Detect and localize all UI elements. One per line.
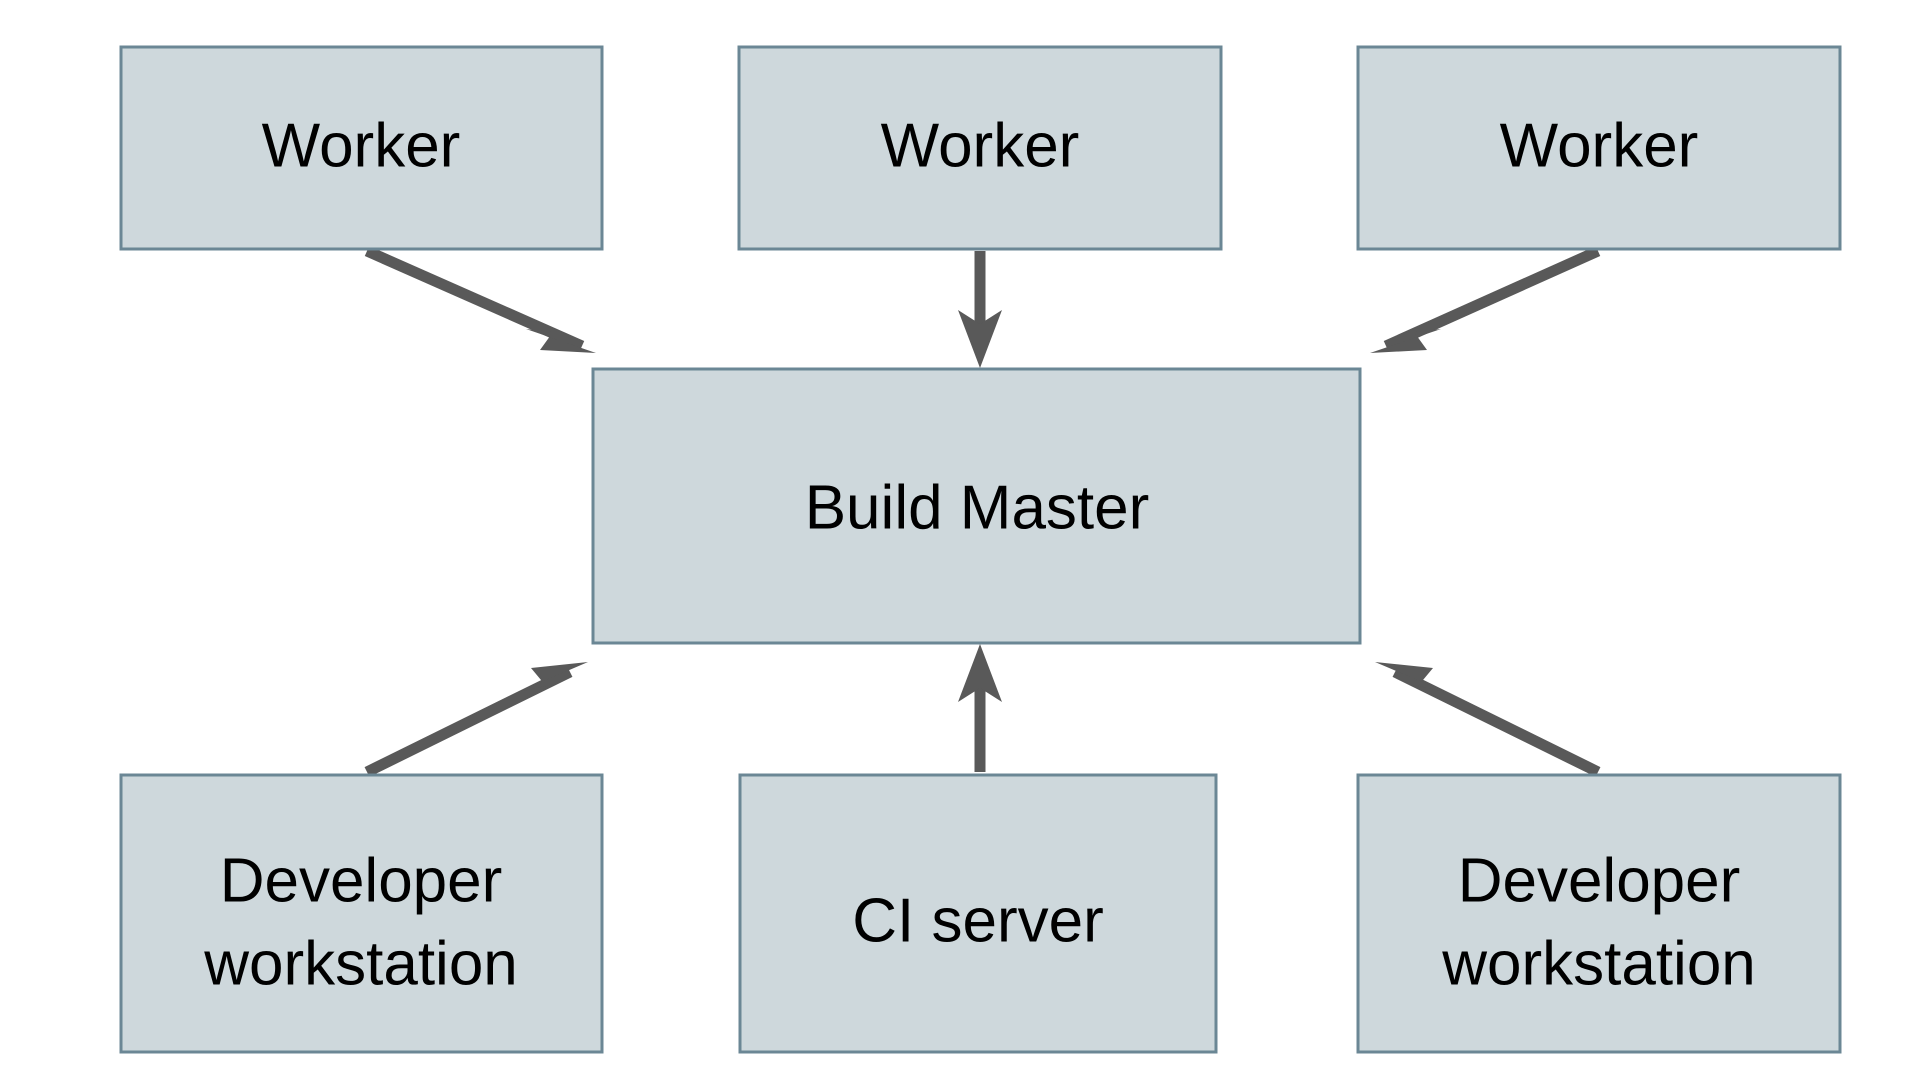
edge-worker-right-to-master [1370,245,1601,353]
node-label: Worker [881,111,1080,180]
node-box[interactable] [1356,45,1842,251]
arrowhead-icon [1375,662,1446,692]
node-worker-right[interactable]: Worker [1356,45,1842,251]
node-build-master[interactable]: Build Master [591,367,1362,645]
arrowhead-icon [958,310,1002,368]
edge-line [364,245,585,352]
node-dev-workstation-right[interactable]: Developer workstation [1356,773,1842,1054]
node-label: Worker [1500,111,1699,180]
node-worker-left[interactable]: Worker [119,45,604,251]
edge-line [364,667,573,777]
node-box[interactable] [738,773,1218,1054]
node-box[interactable] [1356,773,1842,1054]
node-ci-server[interactable]: CI server [738,773,1218,1054]
node-box[interactable] [119,45,604,251]
arrowhead-icon [518,662,588,692]
node-box[interactable] [591,367,1362,645]
node-label: Worker [262,111,461,180]
edge-dev-right-to-master [1375,662,1601,777]
node-label: Build Master [805,473,1150,542]
edge-line [1383,245,1601,352]
node-box[interactable] [119,773,604,1054]
node-dev-workstation-left[interactable]: Developer workstation [119,773,604,1054]
node-box[interactable] [737,45,1223,251]
node-worker-center[interactable]: Worker [737,45,1223,251]
node-label-line2: workstation [203,929,518,998]
arrowhead-icon [526,329,596,353]
node-label: CI server [852,886,1103,955]
node-label-line1: Developer [1458,846,1741,915]
node-label-line2: workstation [1441,929,1756,998]
edge-ci-to-master [958,644,1002,772]
edge-line [1392,667,1601,777]
edge-dev-left-to-master [364,662,588,777]
arrowhead-icon [1370,329,1441,353]
node-label-line1: Developer [220,846,503,915]
edge-worker-left-to-master [364,245,596,353]
arrowhead-icon [958,644,1002,702]
edge-worker-center-to-master [958,251,1002,368]
